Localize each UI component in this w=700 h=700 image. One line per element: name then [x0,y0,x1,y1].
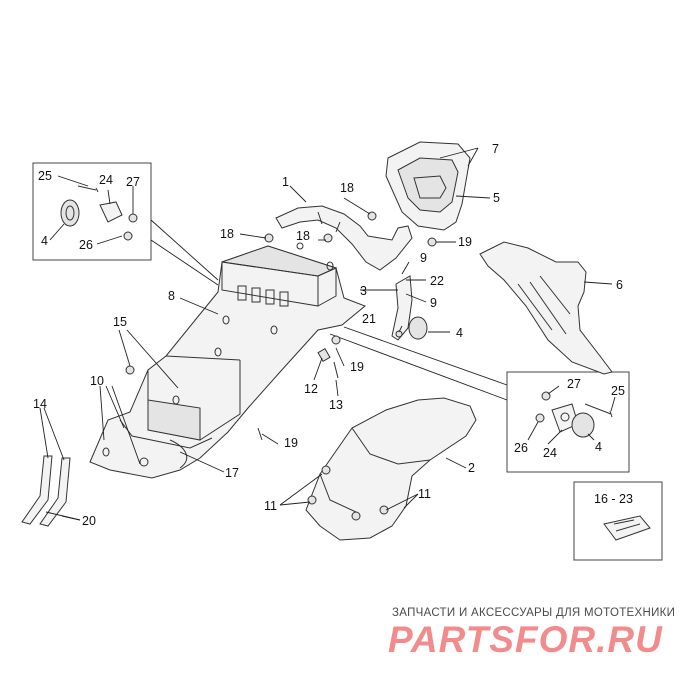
callout-25: 25 [38,169,52,183]
undertray-part-8 [89,234,366,479]
callout-27: 27 [567,377,581,391]
mudguard-part-2 [305,397,477,541]
callout-25: 25 [611,384,625,398]
callout-16-23: 16 - 23 [594,492,633,506]
hoses-part-20 [21,455,71,527]
callout-24: 24 [99,173,113,187]
callout-27: 27 [126,175,140,189]
callout-26: 26 [514,441,528,455]
callout-3: 3 [360,284,367,298]
callout-4: 4 [456,326,463,340]
callout-labels: 25 24 27 4 26 1 18 7 5 18 18 19 9 22 3 9… [33,142,633,528]
watermark-logo: PARTSFOR.RU [388,619,663,660]
leaders-box-right [329,326,616,445]
callout-19: 19 [284,436,298,450]
callout-12: 12 [304,382,318,396]
callout-10: 10 [90,374,104,388]
callout-8: 8 [168,289,175,303]
callout-9: 9 [430,296,437,310]
callout-1: 1 [282,175,289,189]
callout-24: 24 [543,446,557,460]
light-assembly-right [535,391,613,438]
callout-5: 5 [493,191,500,205]
callout-19: 19 [458,235,472,249]
callout-19: 19 [350,360,364,374]
callout-26: 26 [79,238,93,252]
detail-box-light-left [32,162,152,261]
callout-6: 6 [616,278,623,292]
callout-17: 17 [225,466,239,480]
callout-15: 15 [113,315,127,329]
callout-4: 4 [595,440,602,454]
callout-14: 14 [33,397,47,411]
watermark-tagline: ЗАПЧАСТИ И АКСЕССУАРЫ ДЛЯ МОТОТЕХНИКИ [392,607,676,619]
plate-holder-part-5 [385,141,471,231]
callout-21: 21 [362,312,376,326]
callout-18: 18 [220,227,234,241]
callout-7: 7 [492,142,499,156]
callout-18: 18 [296,229,310,243]
callout-22: 22 [430,274,444,288]
callout-18: 18 [340,181,354,195]
side-cover-part-6 [479,241,613,375]
callout-11: 11 [418,487,431,501]
leaders-box-left [49,175,219,286]
callout-11: 11 [264,499,277,513]
clip-part-16-23 [603,515,651,541]
light-assembly-left [60,185,138,241]
plate-arm-part-3 [391,275,428,341]
callout-13: 13 [329,398,343,412]
hardware [125,211,437,521]
bracket-part-1 [275,205,413,271]
callout-9: 9 [420,251,427,265]
leaders-main [39,147,613,521]
callout-4: 4 [41,234,48,248]
callout-20: 20 [82,514,96,528]
callout-2: 2 [468,461,475,475]
